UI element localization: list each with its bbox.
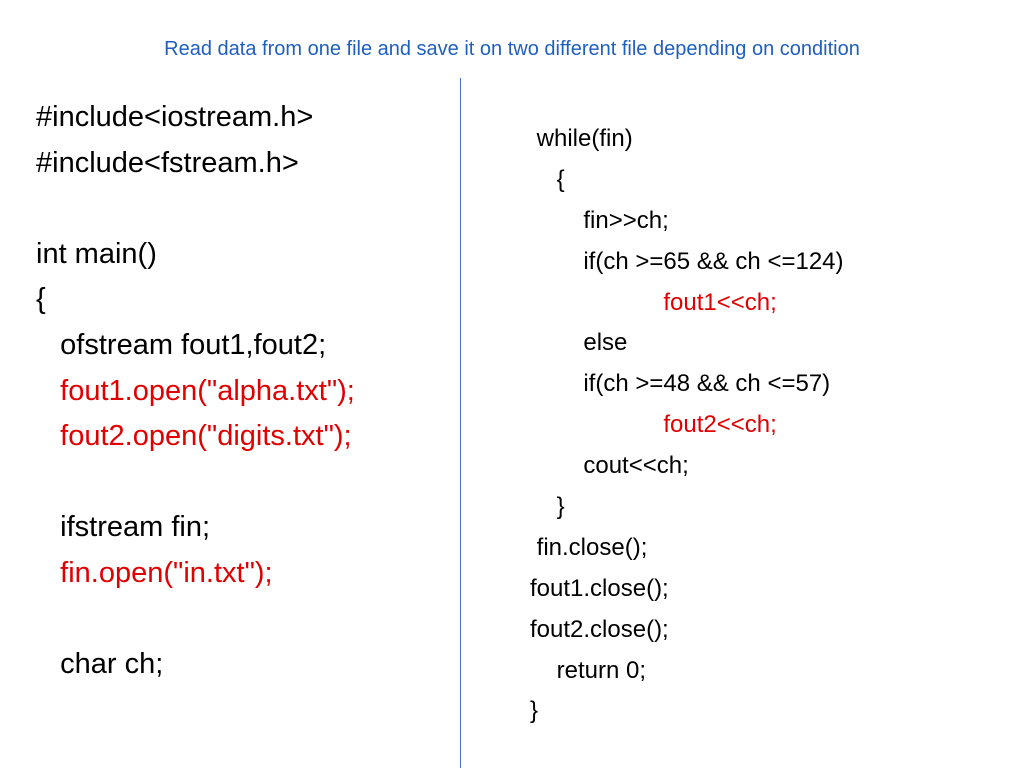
right-code-line: if(ch >=65 && ch <=124) <box>530 247 844 275</box>
right-code-line: fout2.close(); <box>530 615 669 643</box>
right-code-line: fout2<<ch; <box>530 411 777 439</box>
right-code-line: fout1<<ch; <box>530 288 777 316</box>
left-code-line <box>36 460 355 506</box>
left-code-line: ofstream fout1,fout2; <box>36 328 327 361</box>
right-code-line: { <box>530 165 565 193</box>
right-code-line: fin.close(); <box>530 533 648 561</box>
right-code-line: } <box>530 697 539 725</box>
right-code-block: while(fin) { fin>>ch; if(ch >=65 && ch <… <box>530 119 844 732</box>
left-code-line: char ch; <box>36 648 164 681</box>
left-code-line <box>36 186 355 232</box>
left-code-line: fin.open("in.txt"); <box>36 556 273 589</box>
left-code-line: ifstream fin; <box>36 511 211 544</box>
left-code-line: fout2.open("digits.txt"); <box>36 420 352 453</box>
right-code-line: cout<<ch; <box>530 452 689 480</box>
column-divider <box>460 78 461 768</box>
left-code-line: fout1.open("alpha.txt"); <box>36 374 355 407</box>
right-code-line: fin>>ch; <box>530 206 669 234</box>
left-code-line: int main() <box>36 237 157 270</box>
left-code-line <box>36 597 355 643</box>
right-code-line: } <box>530 493 565 521</box>
left-code-block: #include<iostream.h> #include<fstream.h> i… <box>36 95 355 688</box>
right-code-line: if(ch >=48 && ch <=57) <box>530 370 831 398</box>
slide-title: Read data from one file and save it on t… <box>164 38 860 60</box>
right-code-line: return 0; <box>530 656 647 684</box>
right-code-line: else <box>530 329 628 357</box>
right-code-line: fout1.close(); <box>530 574 669 602</box>
left-code-line: { <box>36 283 46 316</box>
left-code-line: #include<fstream.h> <box>36 146 299 179</box>
left-code-line: #include<iostream.h> <box>36 101 314 133</box>
right-code-line: while(fin) <box>530 125 633 152</box>
